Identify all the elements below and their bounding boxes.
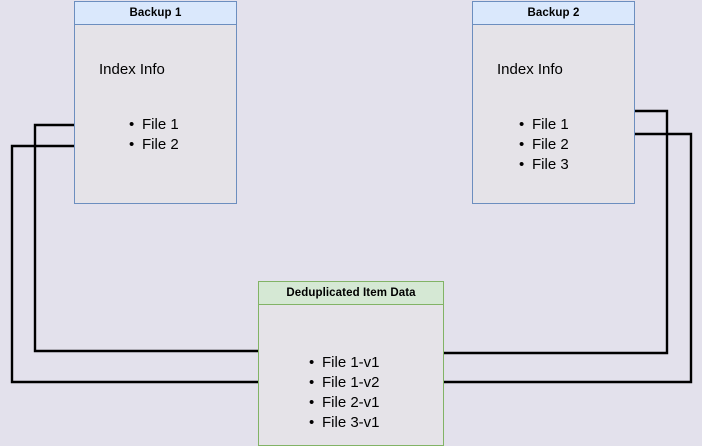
list-item: File 1 [519, 115, 569, 135]
node-deduplicated-item-data-title: Deduplicated Item Data [259, 282, 443, 305]
node-deduplicated-item-data-body: File 1-v1 File 1-v2 File 2-v1 File 3-v1 [259, 305, 443, 445]
backup-1-file-list: File 1 File 2 [125, 115, 179, 155]
list-item: File 1 [129, 115, 179, 135]
node-backup-2-body: Index Info File 1 File 2 File 3 [473, 25, 634, 203]
node-backup-2[interactable]: Backup 2 Index Info File 1 File 2 File 3 [472, 1, 635, 204]
list-item: File 3-v1 [309, 413, 379, 433]
node-backup-1-body: Index Info File 1 File 2 [75, 25, 236, 203]
list-item: File 3 [519, 155, 569, 175]
list-item: File 1-v1 [309, 353, 379, 373]
node-deduplicated-item-data[interactable]: Deduplicated Item Data File 1-v1 File 1-… [258, 281, 444, 446]
list-item: File 2 [129, 135, 179, 155]
dedup-item-list: File 1-v1 File 1-v2 File 2-v1 File 3-v1 [305, 353, 379, 433]
node-backup-2-title: Backup 2 [473, 2, 634, 25]
backup-2-index-info-label: Index Info [497, 61, 563, 78]
list-item: File 1-v2 [309, 373, 379, 393]
node-backup-1[interactable]: Backup 1 Index Info File 1 File 2 [74, 1, 237, 204]
backup-2-file-list: File 1 File 2 File 3 [515, 115, 569, 175]
list-item: File 2 [519, 135, 569, 155]
node-backup-1-title: Backup 1 [75, 2, 236, 25]
list-item: File 2-v1 [309, 393, 379, 413]
backup-1-index-info-label: Index Info [99, 61, 165, 78]
